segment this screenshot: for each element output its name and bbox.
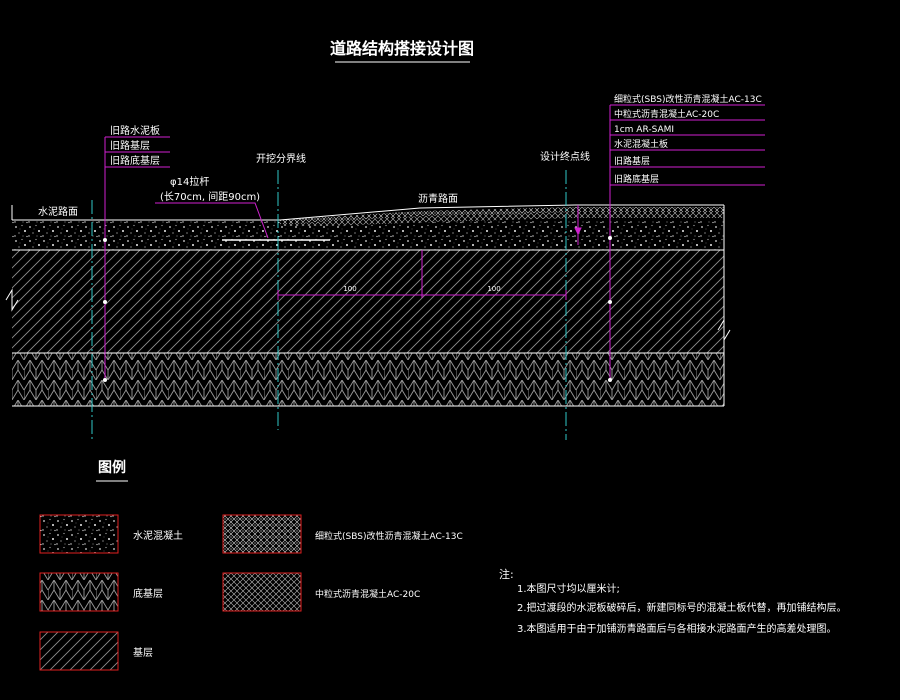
legend-swatch-concrete — [39, 514, 119, 554]
old-base-label: 旧路基层 — [110, 139, 150, 152]
legend-label-base: 基层 — [133, 646, 153, 659]
medium-asphalt-layer — [280, 210, 724, 226]
left-layer-leader — [104, 136, 170, 380]
cross-section — [5, 204, 731, 407]
legend-swatch-medium-asphalt — [222, 572, 302, 612]
right-layer-leader — [609, 104, 765, 380]
notes: 注: 1.本图尺寸均以厘米计; 2.把过渡段的水泥板破碎后，新建同标号的混凝土板… — [499, 567, 847, 635]
left-leader-points — [103, 238, 107, 382]
dimension-lines — [277, 250, 567, 300]
asphalt-surface-label: 沥青路面 — [418, 192, 458, 205]
note-2: 2.把过渡段的水泥板破碎后，新建同标号的混凝土板代替，再加铺结构层。 — [517, 601, 847, 614]
right-old-subbase-label: 旧路底基层 — [614, 173, 659, 185]
cement-surface-label: 水泥路面 — [38, 205, 78, 218]
design-end-line-label: 设计终点线 — [540, 150, 590, 163]
legend-swatch-subbase — [39, 572, 119, 612]
right-leader-points — [608, 236, 612, 382]
new-fine-asphalt-label: 细粒式(SBS)改性沥青混凝土AC-13C — [614, 93, 762, 105]
dimension-right-label: 100 — [487, 285, 500, 293]
concrete-slab-label: 水泥混凝土板 — [614, 138, 668, 150]
dimension-left-label: 100 — [343, 285, 356, 293]
legend-label-concrete: 水泥混凝土 — [133, 529, 183, 542]
legend-label-fine-asphalt: 细粒式(SBS)改性沥青混凝土AC-13C — [315, 530, 463, 542]
legend-swatch-fine-asphalt — [222, 514, 302, 554]
break-symbol-left — [5, 288, 19, 312]
page-title: 道路结构搭接设计图 — [330, 39, 474, 58]
notes-heading: 注: — [499, 567, 514, 581]
old-subbase-label: 旧路底基层 — [110, 154, 160, 167]
legend-label-medium-asphalt: 中粒式沥青混凝土AC-20C — [315, 588, 420, 600]
legend-swatch-base — [39, 631, 119, 671]
elevation-mark — [574, 205, 582, 245]
fine-asphalt-layer — [280, 207, 724, 224]
rod-leader — [155, 202, 269, 239]
concrete-slab-layer — [12, 220, 724, 250]
right-old-base-label: 旧路基层 — [614, 155, 650, 167]
break-symbol-right — [717, 318, 731, 342]
legend: 水泥混凝土 底基层 基层 细粒式(SBS)改性沥青混凝土AC-13C 中粒式沥青… — [39, 514, 463, 671]
new-medium-asphalt-label: 中粒式沥青混凝土AC-20C — [614, 108, 719, 120]
legend-label-subbase: 底基层 — [133, 587, 163, 600]
old-cement-slab-label: 旧路水泥板 — [110, 124, 160, 137]
rod-label-line2: (长70cm, 间距90cm) — [160, 190, 260, 203]
subbase-layer — [12, 353, 724, 406]
note-3: 3.本图适用于由于加铺沥青路面后与各相接水泥路面产生的高差处理图。 — [517, 622, 837, 635]
base-layer — [12, 250, 724, 353]
ar-sami-label: 1cm AR-SAMI — [614, 125, 674, 135]
legend-title: 图例 — [98, 459, 126, 476]
excavation-line-label: 开挖分界线 — [256, 152, 306, 165]
rod-label-line1: φ14拉杆 — [170, 175, 209, 188]
note-1: 1.本图尺寸均以厘米计; — [517, 582, 620, 595]
